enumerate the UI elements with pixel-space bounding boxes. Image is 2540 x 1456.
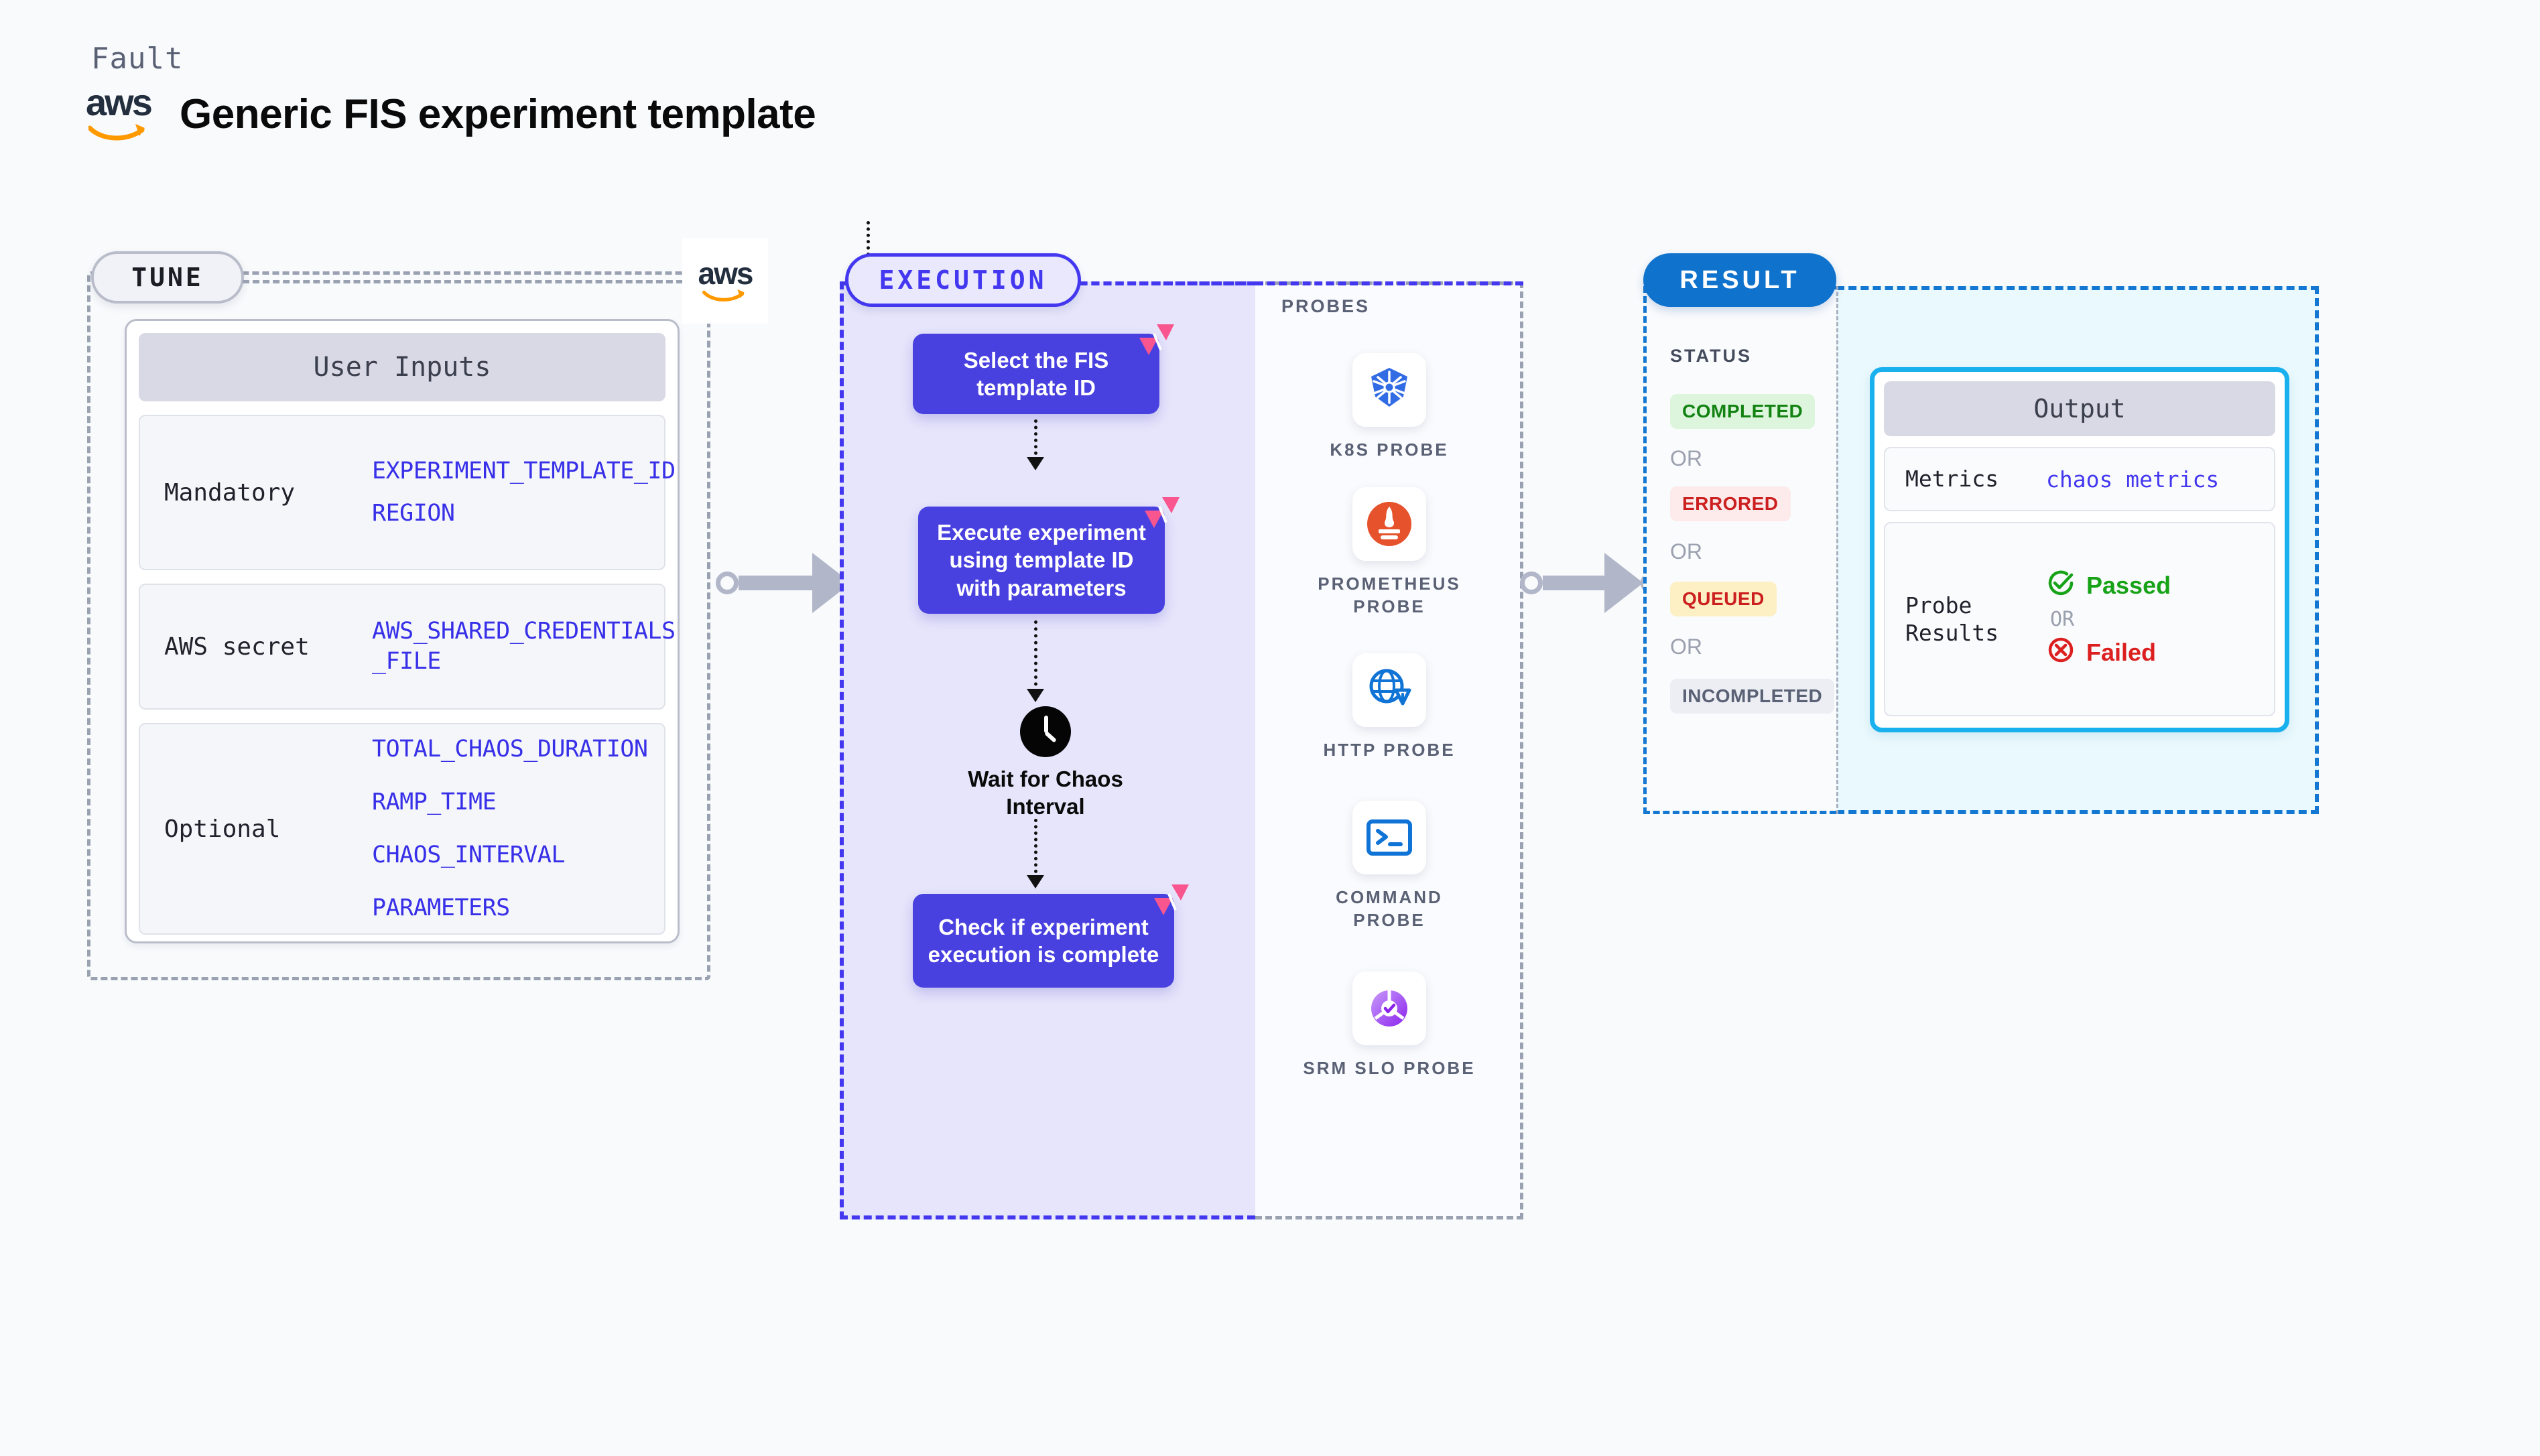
check-circle-icon xyxy=(2046,568,2076,604)
connector-arrowhead-icon xyxy=(1604,553,1643,613)
input-value: PARAMETERS xyxy=(372,895,510,922)
input-row-label: AWS secret xyxy=(164,633,310,661)
probe-item-srm-slo[interactable]: SRM SLO PROBE xyxy=(1302,972,1476,1080)
input-value: RAMP_TIME xyxy=(372,788,497,815)
connector-start-dot xyxy=(1520,572,1543,594)
aws-badge-icon: aws xyxy=(682,238,768,324)
output-metrics-value[interactable]: chaos metrics xyxy=(2046,466,2220,492)
probe-passed-label: Passed xyxy=(2086,572,2171,599)
probe-result-passed: Passed xyxy=(2046,568,2171,604)
input-value: AWS_SHARED_CREDENTIALS xyxy=(372,617,676,645)
output-title: Output xyxy=(1884,381,2275,436)
execution-stage-pill[interactable]: EXECUTION xyxy=(845,253,1081,307)
tune-pill-label: TUNE xyxy=(131,263,204,292)
status-title: STATUS xyxy=(1670,346,1752,366)
status-or-label: OR xyxy=(1670,635,1702,659)
probes-title: PROBES xyxy=(1281,296,1371,316)
aws-logo: aws xyxy=(86,81,161,143)
probe-item-command[interactable]: COMMAND PROBE xyxy=(1302,801,1476,932)
globe-warning-icon xyxy=(1352,653,1426,727)
flow-step-check-complete[interactable]: Check if experiment execution is complet… xyxy=(913,894,1174,988)
connector-start-dot xyxy=(716,572,739,594)
input-value: EXPERIMENT_TEMPLATE_ID xyxy=(372,457,676,484)
user-inputs-card: User Inputs Mandatory EXPERIMENT_TEMPLAT… xyxy=(125,319,680,943)
status-or-label: OR xyxy=(1670,539,1702,564)
clock-icon xyxy=(1020,706,1071,757)
input-value: CHAOS_INTERVAL xyxy=(372,842,566,868)
probe-item-k8s[interactable]: K8S PROBE xyxy=(1302,353,1476,462)
status-panel xyxy=(1643,286,1836,814)
kubernetes-icon xyxy=(1352,353,1426,427)
probe-item-http[interactable]: HTTP PROBE xyxy=(1302,653,1476,762)
probe-label: COMMAND PROBE xyxy=(1336,887,1443,930)
status-badge-errored: ERRORED xyxy=(1670,486,1791,521)
prometheus-icon xyxy=(1352,487,1426,561)
input-value: TOTAL_CHAOS_DURATION xyxy=(372,735,648,763)
srm-slo-icon xyxy=(1352,972,1426,1045)
execution-top-dashed-line xyxy=(1079,281,1259,285)
input-row-label: Mandatory xyxy=(164,478,296,507)
output-row-metrics: Metrics chaos metrics xyxy=(1884,447,2275,511)
flow-step-select-template[interactable]: Select the FIS template ID xyxy=(913,334,1159,414)
input-row-mandatory: Mandatory EXPERIMENT_TEMPLATE_ID REGION xyxy=(139,415,676,570)
x-circle-icon xyxy=(2046,635,2076,671)
aws-wordmark: aws xyxy=(86,81,153,123)
input-value: _FILE xyxy=(372,648,441,675)
tune-stage-pill[interactable]: TUNE xyxy=(91,251,244,304)
execution-tick-marker xyxy=(867,221,870,256)
aws-smile-icon xyxy=(87,121,149,141)
execution-pill-label: EXECUTION xyxy=(879,265,1047,295)
input-row-aws-secret: AWS secret AWS_SHARED_CREDENTIALS _FILE xyxy=(139,584,676,710)
connector-bar xyxy=(739,576,814,590)
status-badge-completed: COMPLETED xyxy=(1670,394,1816,429)
input-value: REGION xyxy=(372,500,455,527)
terminal-icon xyxy=(1352,801,1426,874)
page-header: Fault aws Generic FIS experiment templat… xyxy=(86,42,816,143)
probe-label: K8S PROBE xyxy=(1330,440,1449,460)
probe-label: HTTP PROBE xyxy=(1323,740,1456,760)
output-probe-label: Probe Results xyxy=(1905,592,1999,646)
probes-top-border xyxy=(1255,281,1523,285)
probe-item-prometheus[interactable]: PROMETHEUS PROBE xyxy=(1302,487,1476,618)
output-metrics-label: Metrics xyxy=(1905,466,1999,492)
user-inputs-title: User Inputs xyxy=(139,333,665,401)
probe-label: PROMETHEUS PROBE xyxy=(1318,574,1461,616)
probe-or-label: OR xyxy=(2050,607,2075,631)
tune-panel xyxy=(87,271,710,980)
header-kicker: Fault xyxy=(91,42,184,76)
result-stage-pill[interactable]: RESULT xyxy=(1643,253,1836,307)
status-badge-queued: QUEUED xyxy=(1670,582,1777,616)
probe-result-failed: Failed xyxy=(2046,635,2171,671)
status-or-label: OR xyxy=(1670,446,1702,470)
tune-top-dashed-line xyxy=(243,280,693,283)
connector-bar xyxy=(1543,576,1606,590)
flow-step-execute-experiment[interactable]: Execute experiment using template ID wit… xyxy=(918,507,1165,614)
status-divider xyxy=(1836,286,1838,814)
aws-badge-wordmark: aws xyxy=(698,256,754,291)
result-pill-label: RESULT xyxy=(1679,265,1800,294)
page-title: Generic FIS experiment template xyxy=(180,90,816,137)
aws-badge-smile-icon xyxy=(702,289,745,302)
output-card: Output Metrics chaos metrics Probe Resul… xyxy=(1870,367,2289,732)
probe-failed-label: Failed xyxy=(2086,639,2157,666)
connector-execution-to-result xyxy=(1520,553,1663,613)
flow-step-wait-label: Wait for Chaos Interval xyxy=(968,767,1123,819)
status-badge-incompleted: INCOMPLETED xyxy=(1670,679,1835,714)
input-row-label: Optional xyxy=(164,815,281,843)
input-row-optional: Optional TOTAL_CHAOS_DURATION RAMP_TIME … xyxy=(139,723,665,935)
output-row-probe-results: Probe Results Passed OR xyxy=(1884,522,2275,716)
probe-label: SRM SLO PROBE xyxy=(1303,1058,1476,1078)
